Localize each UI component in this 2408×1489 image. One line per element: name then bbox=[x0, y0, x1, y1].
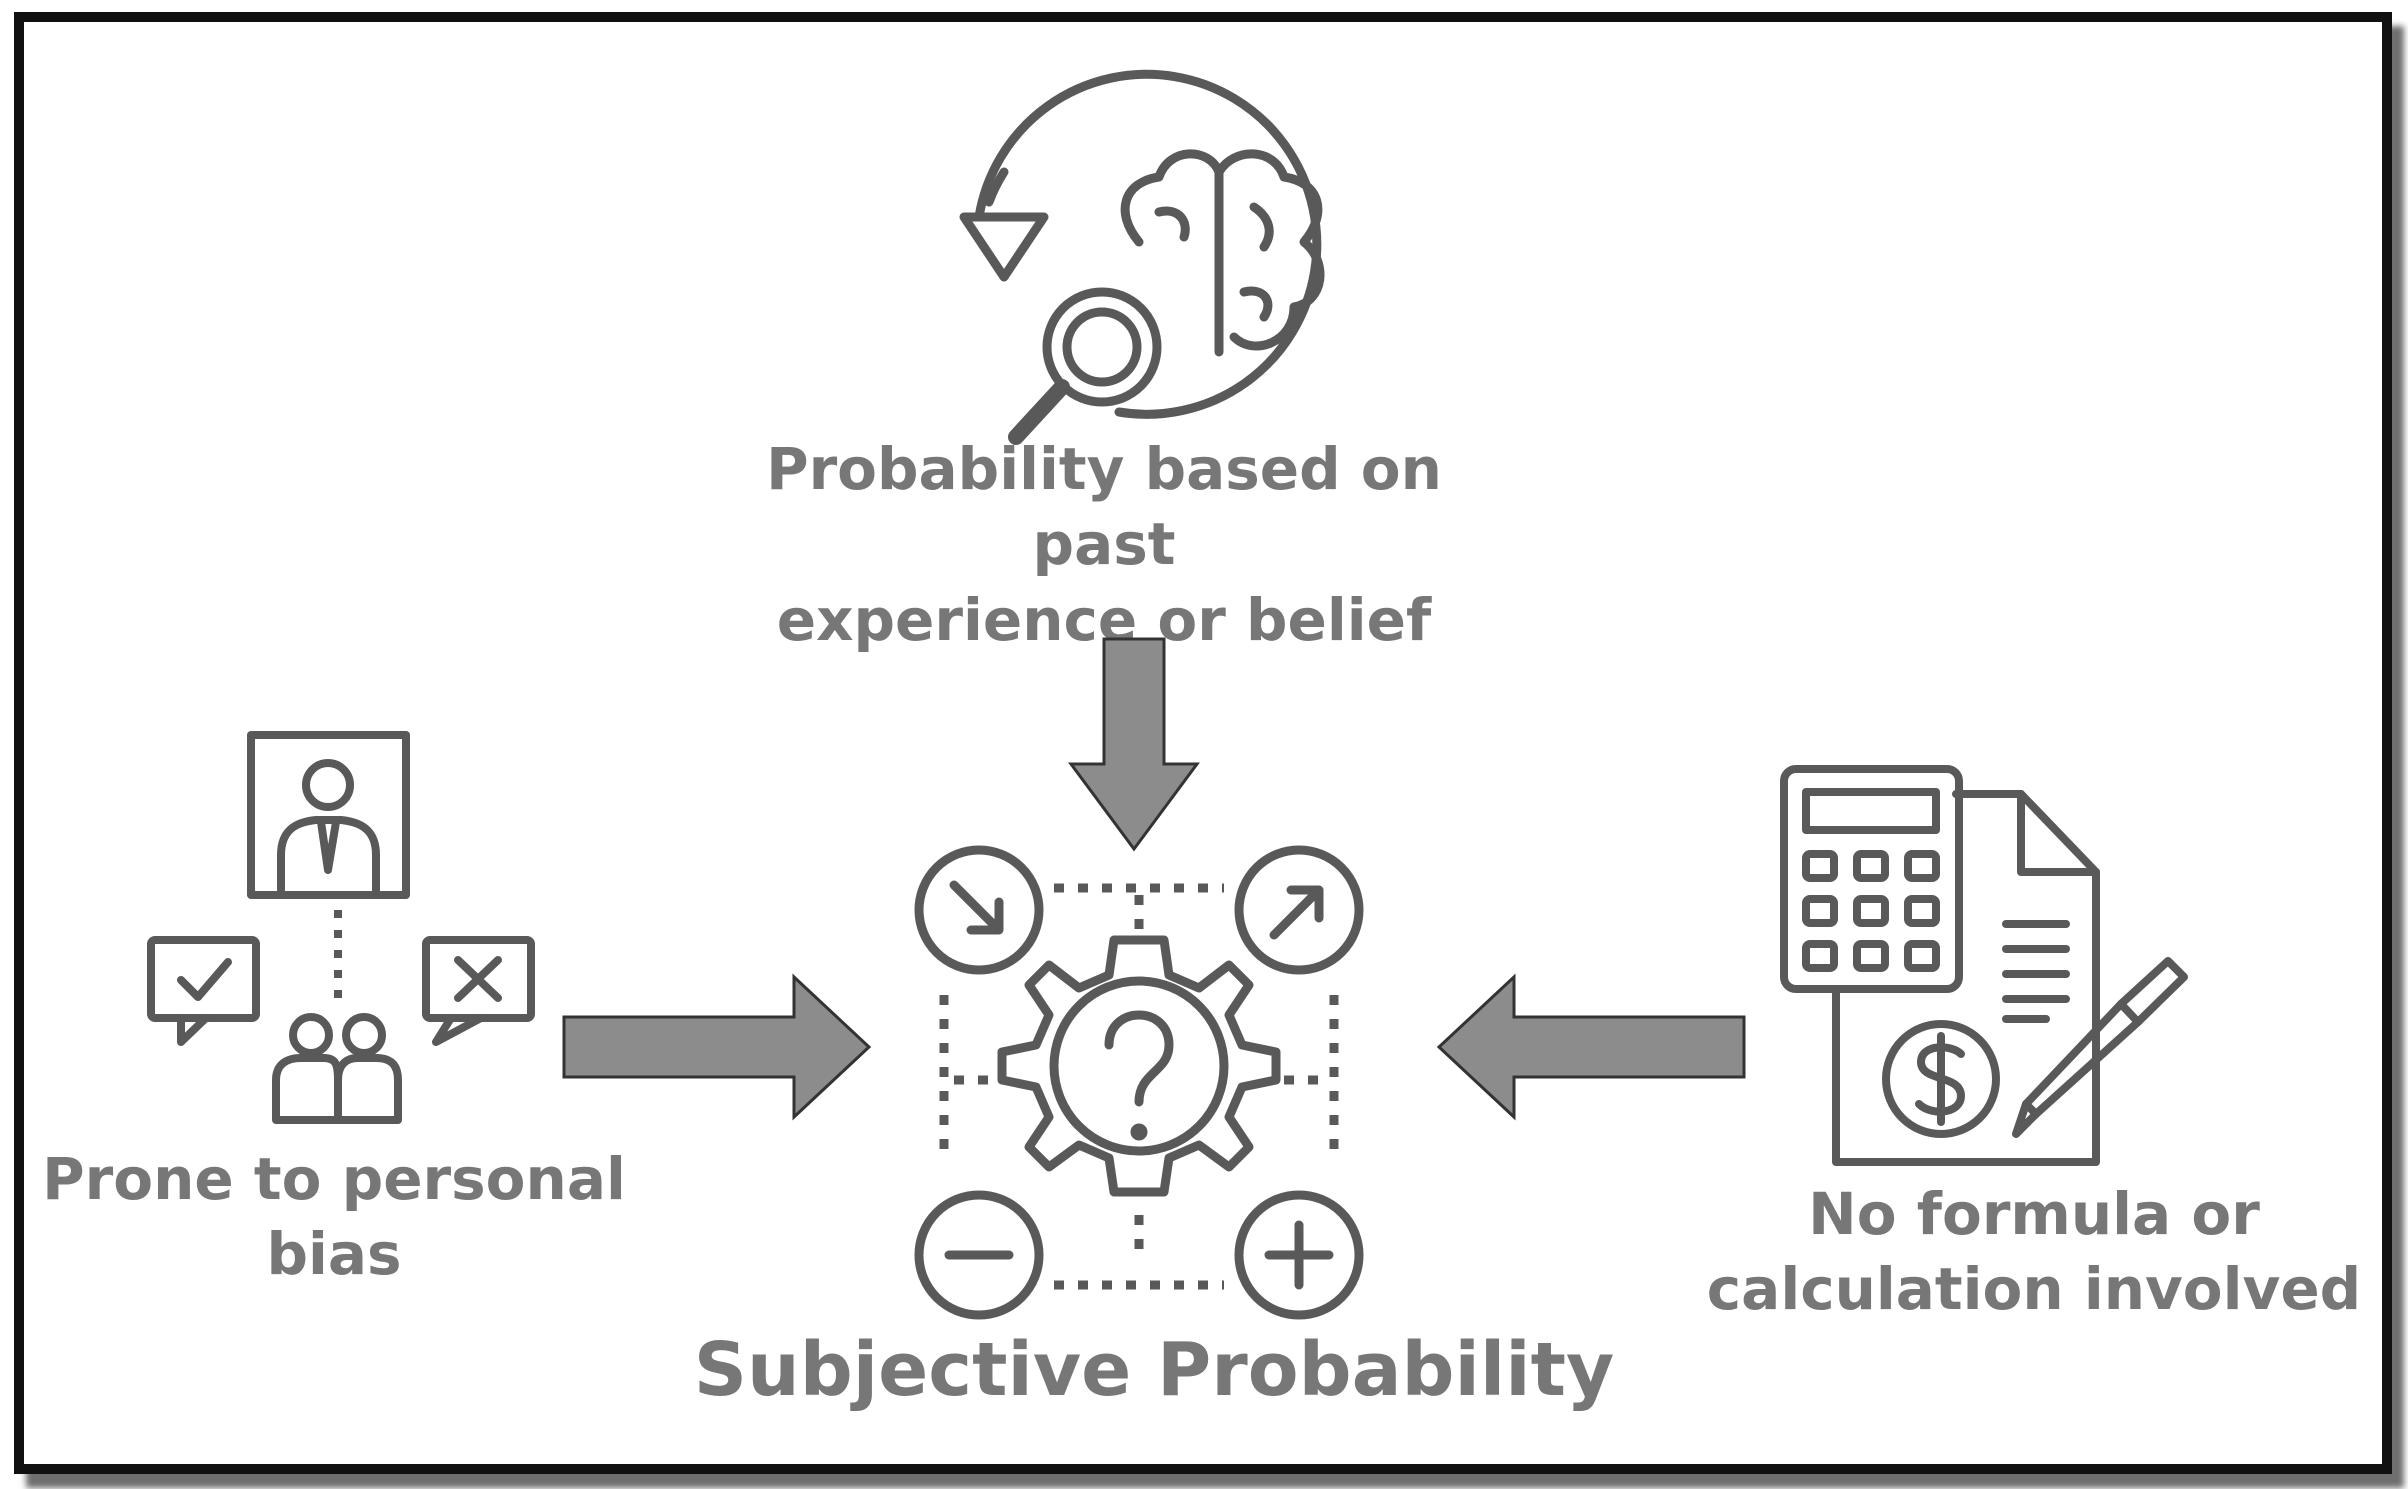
calculator-document-icon bbox=[1780, 765, 2188, 1166]
gear-question-icon bbox=[914, 845, 1364, 1320]
right-label-line1: No formula or bbox=[1808, 1180, 2260, 1248]
right-arrow bbox=[562, 973, 872, 1121]
left-node-label: Prone to personal bias bbox=[34, 1142, 634, 1293]
down-arrow bbox=[1068, 637, 1200, 852]
brain-magnifier-icon bbox=[959, 69, 1325, 445]
left-label-line2: bias bbox=[266, 1220, 402, 1289]
left-arrow bbox=[1436, 973, 1746, 1121]
people-feedback-icon bbox=[147, 731, 535, 1124]
right-label-line2: calculation involved bbox=[1706, 1255, 2362, 1324]
top-node-label: Probability based on past experience or … bbox=[704, 432, 1504, 658]
diagram-frame: Probability based on past experience or … bbox=[14, 12, 2392, 1474]
center-title: Subjective Probability bbox=[693, 1327, 1615, 1413]
left-label-line1: Prone to personal bbox=[42, 1145, 626, 1213]
top-label-line1: Probability based on past bbox=[766, 435, 1442, 579]
right-node-label: No formula or calculation involved bbox=[1684, 1177, 2384, 1328]
